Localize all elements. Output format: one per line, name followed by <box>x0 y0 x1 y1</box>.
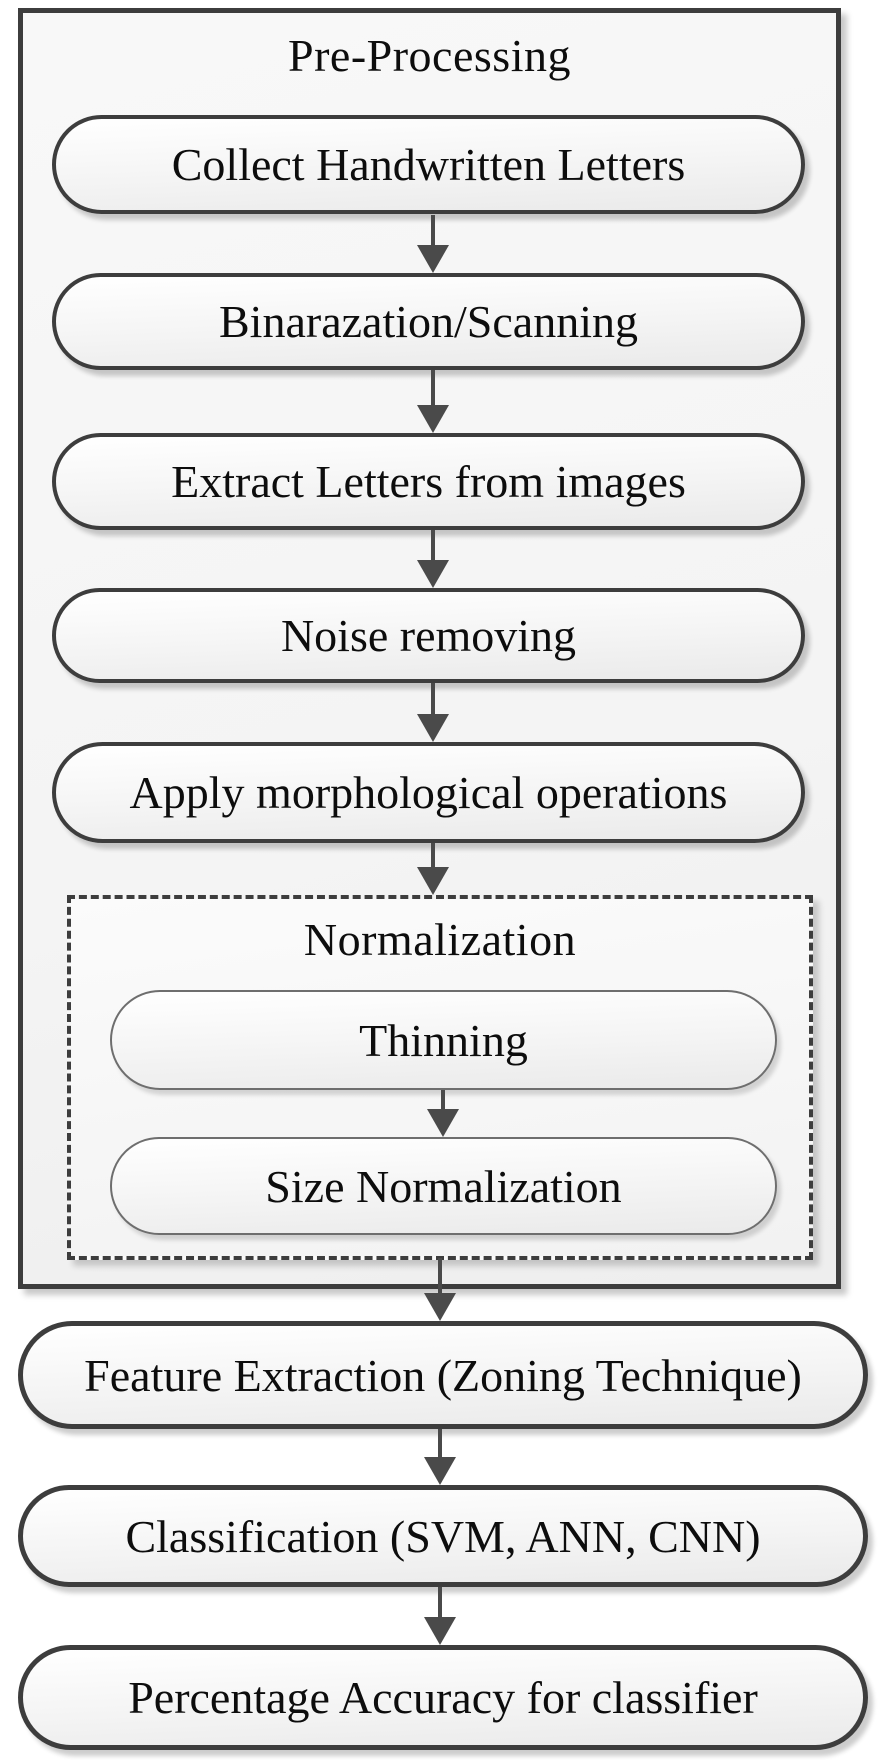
step-apply-morphological-operations: Apply morphological operations <box>52 742 805 843</box>
normalization-title: Normalization <box>303 914 577 965</box>
step-binarazation-scanning: Binarazation/Scanning <box>52 273 805 370</box>
step-percentage-accuracy: Percentage Accuracy for classifier <box>18 1645 868 1750</box>
flow-arrow <box>417 683 449 742</box>
step-feature-extraction: Feature Extraction (Zoning Technique) <box>18 1321 868 1429</box>
flow-arrow <box>417 215 449 273</box>
step-thinning: Thinning <box>110 990 777 1090</box>
step-noise-removing: Noise removing <box>52 588 805 683</box>
flow-arrow <box>424 1429 456 1485</box>
step-extract-letters-from-images: Extract Letters from images <box>52 433 805 530</box>
flow-arrow <box>417 530 449 588</box>
preprocessing-title: Pre-Processing <box>288 30 571 81</box>
step-size-normalization: Size Normalization <box>110 1137 777 1235</box>
flow-arrow <box>427 1090 459 1137</box>
step-classification: Classification (SVM, ANN, CNN) <box>18 1485 868 1587</box>
flow-arrow <box>424 1587 456 1645</box>
flow-arrow <box>417 370 449 433</box>
flow-arrow <box>424 1258 456 1321</box>
flow-arrow <box>417 843 449 895</box>
step-collect-handwritten-letters: Collect Handwritten Letters <box>52 115 805 214</box>
